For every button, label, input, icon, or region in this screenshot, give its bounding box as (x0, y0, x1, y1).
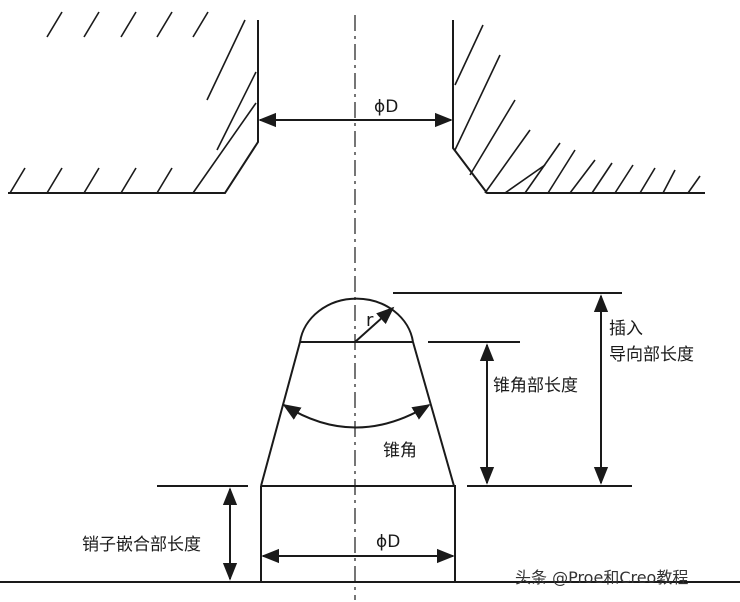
hatching-left (9, 11, 257, 194)
hatching-right (454, 24, 701, 194)
radius-label: r (366, 310, 374, 331)
fit-length-label: 销子嵌合部长度 (82, 535, 201, 555)
insert-guide-label-1: 插入 (609, 319, 643, 339)
cone-angle-label: 锥角 (383, 441, 417, 461)
radius-arrow (354, 306, 395, 343)
pin-cone (260, 341, 455, 487)
cone-angle-arrow (282, 404, 431, 429)
hole-diameter-label: ϕD (374, 97, 398, 117)
pin-diameter-label: ϕD (376, 532, 400, 552)
insert-guide-label-2: 导向部长度 (609, 345, 694, 365)
cone-length-label: 锥角部长度 (493, 376, 578, 396)
hole-left-wall (8, 20, 259, 194)
pin-body (260, 485, 456, 582)
watermark: 头条 @Proe和Creo教程 (515, 568, 688, 587)
pin-head-arc (299, 297, 414, 343)
hole-right-wall (452, 20, 705, 194)
